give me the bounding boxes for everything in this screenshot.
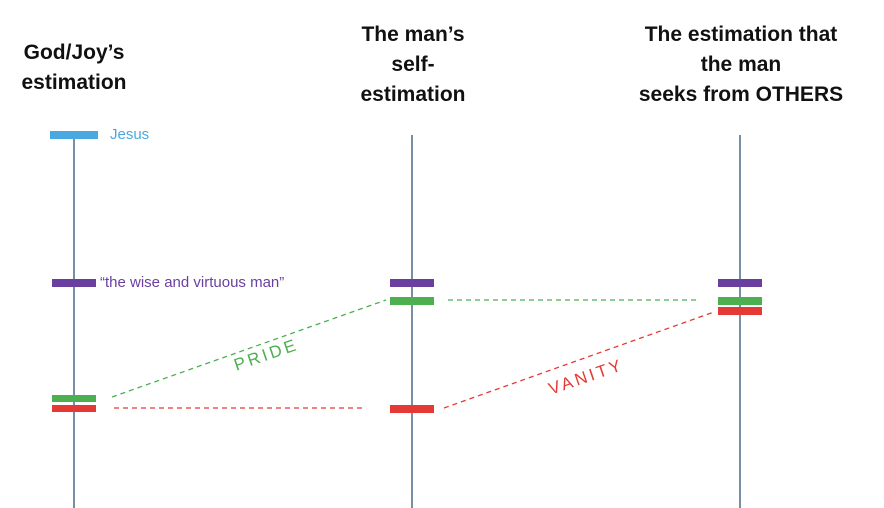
label-jesus: Jesus	[110, 126, 150, 143]
marker-wise-right	[718, 279, 762, 287]
marker-vanity-middle	[390, 405, 434, 413]
marker-vanity-right	[718, 307, 762, 315]
marker-pride-right	[718, 297, 762, 305]
marker-pride-middle	[390, 297, 434, 305]
label-vanity: VANITY	[546, 355, 626, 398]
heading-estimation-from-others: The estimation that the man seeks from O…	[638, 23, 844, 106]
marker-pride-left	[52, 395, 96, 402]
label-pride: PRIDE	[231, 335, 301, 375]
marker-jesus	[50, 131, 98, 139]
pride-connector-rise	[111, 299, 387, 398]
label-wise-virtuous-man: “the wise and virtuous man”	[100, 274, 285, 291]
heading-self-estimation: The man’s self- estimation	[360, 23, 466, 106]
heading-god-joy-estimation: God/Joy’s estimation	[21, 41, 127, 94]
vanity-connector-rise	[443, 311, 715, 409]
marker-wise-middle	[390, 279, 434, 287]
marker-wise-left	[52, 279, 96, 287]
marker-vanity-left	[52, 405, 96, 412]
